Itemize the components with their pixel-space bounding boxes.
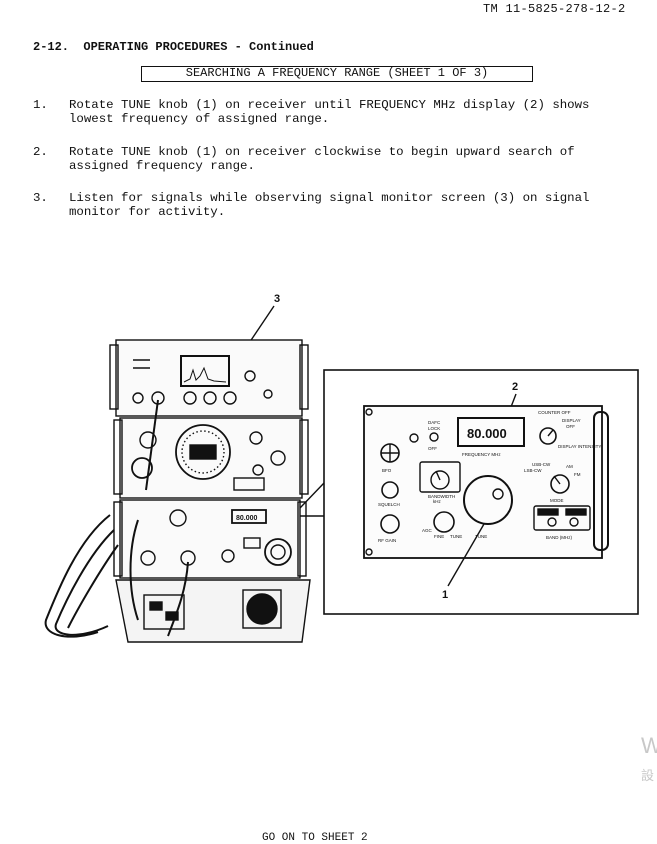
equipment-figure: 3 [38,290,642,657]
svg-text:BFO: BFO [382,468,392,473]
svg-text:FM: FM [574,472,581,477]
step-number: 2. [33,145,48,159]
svg-text:DAFC: DAFC [428,420,441,425]
svg-text:FINE: FINE [434,534,444,539]
step-number: 3. [33,191,48,205]
svg-text:BAND (MHz): BAND (MHz) [546,535,572,540]
display-intensity-knob [539,427,557,445]
afc-switch [429,432,439,442]
watermark-subtext: 設 [641,769,655,784]
svg-text:LOCK: LOCK [428,426,440,431]
section-heading: 2-12. OPERATING PROCEDURES - Continued [33,40,314,54]
callout-2: 2 [512,381,518,393]
signal-monitor-unit [109,339,309,417]
sheet-title: SEARCHING A FREQUENCY RANGE (SHEET 1 OF … [141,66,533,82]
svg-text:80.000: 80.000 [236,515,258,522]
band-selector [533,505,591,531]
mode-knob [550,474,570,494]
fine-tune-knob [433,511,455,533]
middle-unit [113,417,309,499]
svg-text:BANDWIDTH: BANDWIDTH [428,494,455,499]
receiver-inset [323,369,639,615]
svg-text:AGC: AGC [422,528,433,533]
tune-knob [463,475,513,525]
callout-1: 1 [442,589,448,601]
panel-handle [593,411,609,551]
svg-text:SQUELCH: SQUELCH [378,502,400,507]
document-id: TM 11-5825-278-12-2 [483,2,626,16]
frequency-display-value: 80.000 [467,426,507,441]
footer-text: GO ON TO SHEET 2 [262,832,368,844]
rf-gain-knob [380,514,400,534]
svg-text:MODE: MODE [550,498,564,503]
power-case [115,579,311,643]
receiver-front-panel: 80.000 FREQUENCY MHz COUNTER OFF DISPLAY… [363,405,609,559]
squelch-knob [381,481,399,499]
callout-3: 3 [274,293,280,305]
step-number: 1. [33,98,48,112]
svg-text:AM: AM [566,464,573,469]
signal-monitor-screen [180,355,230,387]
svg-text:kHz: kHz [433,499,441,504]
svg-text:RF GAIN: RF GAIN [378,538,396,543]
step-text: Rotate TUNE knob (1) on receiver clockwi… [69,145,575,173]
svg-text:TUNE: TUNE [475,534,487,539]
svg-text:TUNE: TUNE [450,534,462,539]
step-text: Listen for signals while observing signa… [69,191,590,219]
receiver-unit: 80.000 [113,499,307,579]
svg-text:USB-CW: USB-CW [532,462,551,467]
svg-text:OFF: OFF [566,424,575,429]
watermark-text: W [641,733,657,758]
svg-text:DISPLAY INTENSITY: DISPLAY INTENSITY [558,444,601,449]
svg-text:COUNTER OFF: COUNTER OFF [538,410,571,415]
step-text: Rotate TUNE knob (1) on receiver until F… [69,98,590,126]
svg-text:OFF: OFF [428,446,437,451]
frequency-display [457,417,525,447]
cables [44,399,189,638]
svg-text:LSB-CW: LSB-CW [524,468,542,473]
svg-text:FREQUENCY MHz: FREQUENCY MHz [462,452,501,457]
svg-text:DISPLAY: DISPLAY [562,418,581,423]
callout-1-leader [447,523,485,587]
